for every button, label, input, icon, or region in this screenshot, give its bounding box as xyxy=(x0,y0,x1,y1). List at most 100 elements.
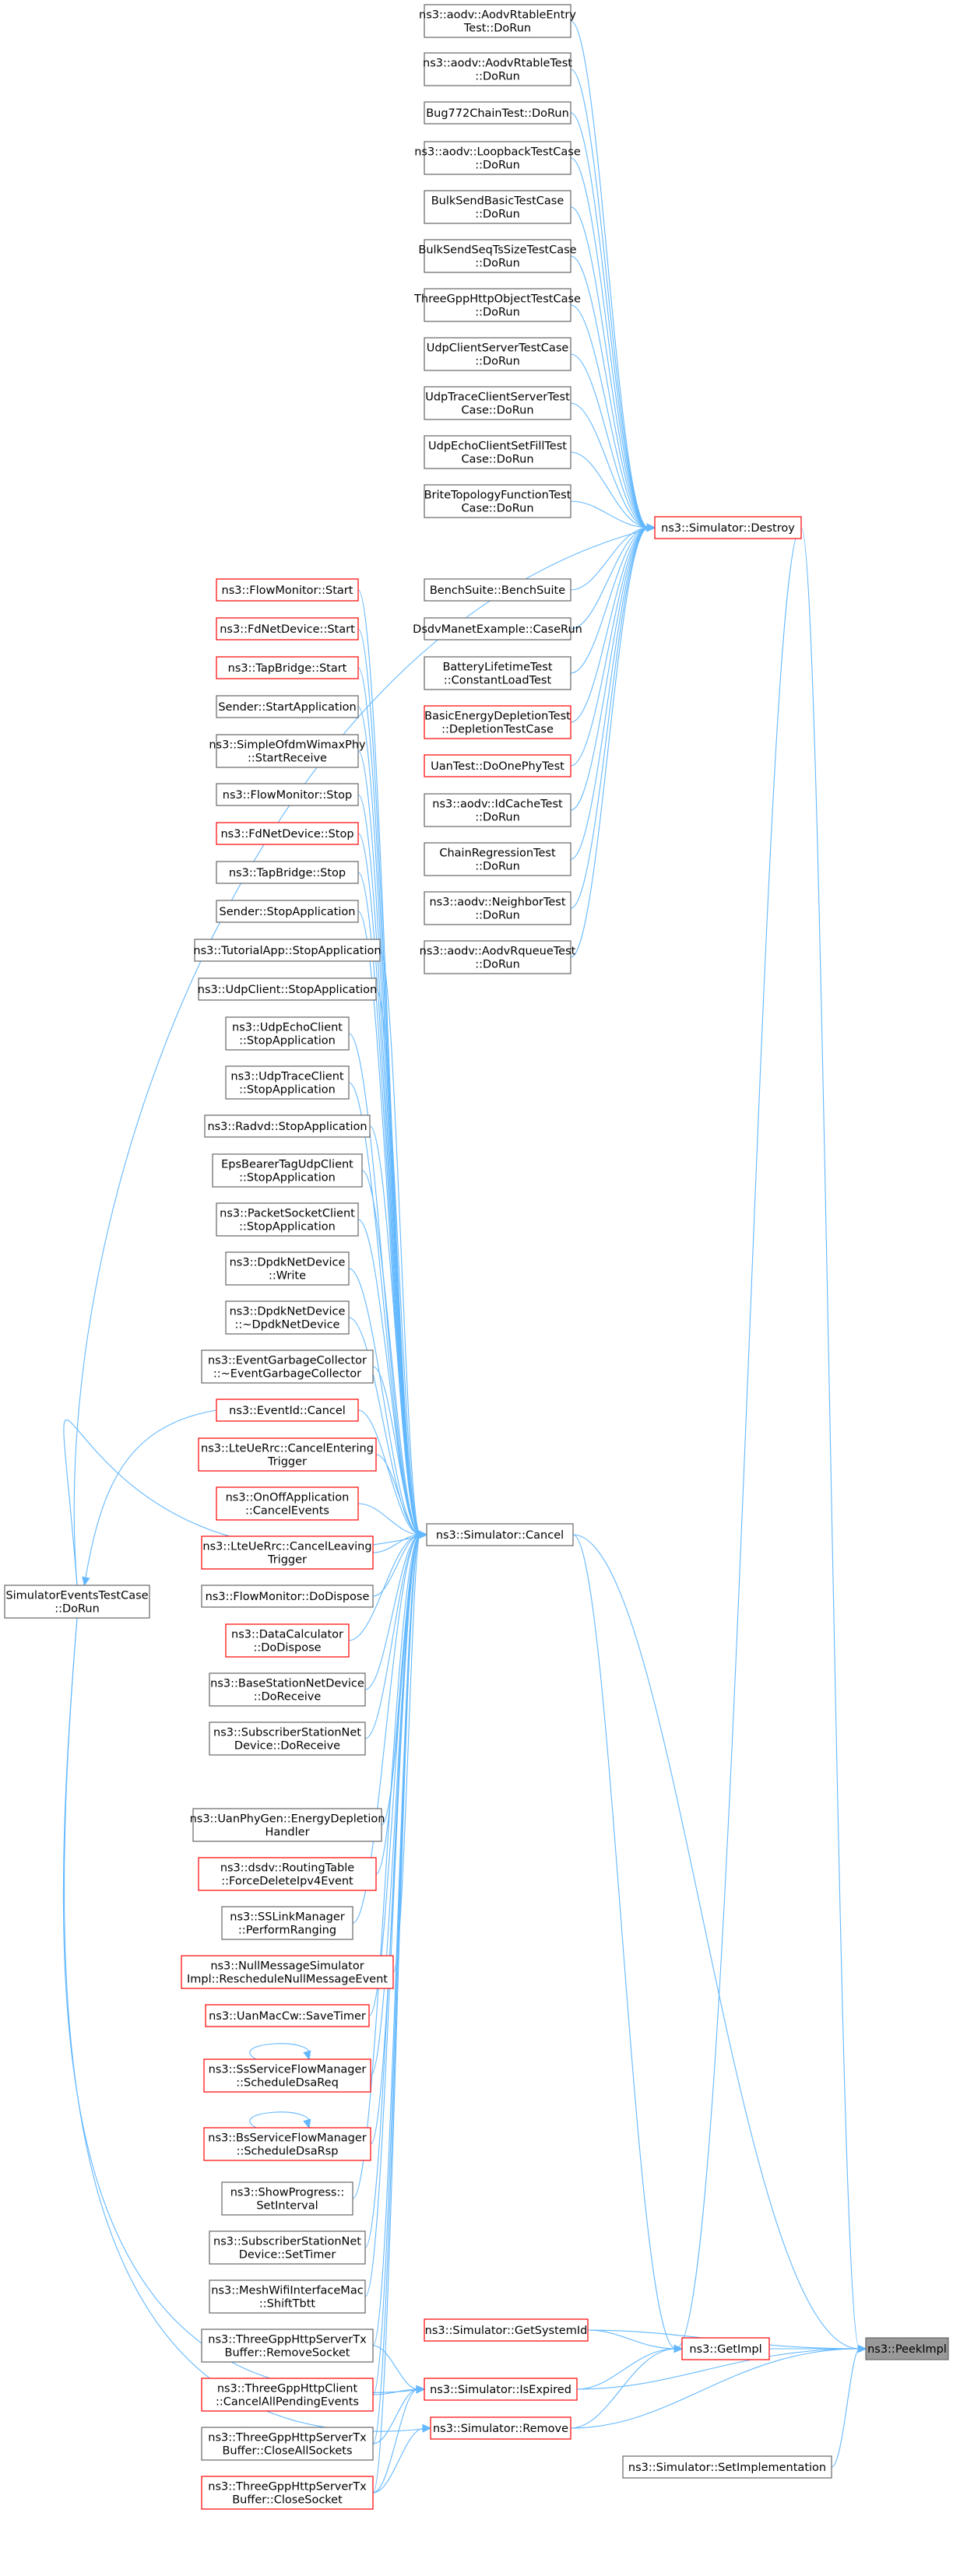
graph-node-getImpl[interactable]: ns3::GetImpl xyxy=(681,2337,770,2360)
node-label: ThreeGppHttpObjectTestCase xyxy=(413,293,581,306)
graph-node-radvdStop[interactable]: ns3::Radvd::StopApplication xyxy=(204,1114,371,1138)
node-label: ::~DpdkNetDevice xyxy=(235,1319,340,1332)
graph-node-nullMessage[interactable]: ns3::NullMessageSimulatorImpl::Reschedul… xyxy=(181,1955,394,1989)
graph-node-tapBridgeStop[interactable]: ns3::TapBridge::Stop xyxy=(216,861,359,884)
graph-node-senderStartApp[interactable]: Sender::StartApplication xyxy=(216,695,359,718)
graph-node-bug772[interactable]: Bug772ChainTest::DoRun xyxy=(424,101,571,125)
graph-node-aodvIdCache[interactable]: ns3::aodv::IdCacheTest::DoRun xyxy=(424,793,571,827)
node-label: Trigger xyxy=(267,1456,307,1469)
graph-node-dpdkWrite[interactable]: ns3::DpdkNetDevice::Write xyxy=(225,1251,350,1286)
graph-node-udpClientStop[interactable]: ns3::UdpClient::StopApplication xyxy=(198,977,378,1001)
graph-node-basicEnergy[interactable]: BasicEnergyDepletionTest::DepletionTestC… xyxy=(424,705,571,739)
node-label: ns3::UdpClient::StopApplication xyxy=(198,984,378,996)
graph-node-batteryLifetime[interactable]: BatteryLifetimeTest::ConstantLoadTest xyxy=(424,656,571,690)
graph-node-fdNetDeviceStart[interactable]: ns3::FdNetDevice::Start xyxy=(216,617,359,640)
graph-node-subscriberTimer[interactable]: ns3::SubscriberStationNetDevice::SetTime… xyxy=(209,2230,366,2265)
graph-node-httpCloseAll[interactable]: ns3::ThreeGppHttpServerTxBuffer::CloseAl… xyxy=(201,2427,374,2461)
graph-node-dsdvManet[interactable]: DsdvManetExample::CaseRun xyxy=(413,617,582,640)
node-label: BulkSendSeqTsSizeTestCase xyxy=(418,244,576,257)
graph-node-flowMonitorStart[interactable]: ns3::FlowMonitor::Start xyxy=(216,578,359,602)
node-label: ChainRegressionTest xyxy=(439,848,556,860)
node-label: ns3::ShowProgress:: xyxy=(230,2187,345,2199)
graph-node-tutorialApp[interactable]: ns3::TutorialApp::StopApplication xyxy=(193,939,382,962)
graph-node-subscriberReceive[interactable]: ns3::SubscriberStationNetDevice::DoRecei… xyxy=(209,1721,366,1756)
graph-node-threeGppHttpObj[interactable]: ThreeGppHttpObjectTestCase::DoRun xyxy=(413,288,581,322)
graph-node-bsServiceFlow[interactable]: ns3::BsServiceFlowManager::ScheduleDsaRs… xyxy=(203,2127,371,2161)
node-label: ::DoRun xyxy=(475,307,520,319)
node-label: ::ForceDeleteIpv4Event xyxy=(221,1876,353,1888)
graph-node-simEventsTest[interactable]: SimulatorEventsTestCase::DoRun xyxy=(4,1585,150,1619)
node-label: ns3::NullMessageSimulator xyxy=(210,1960,364,1973)
graph-node-aodvRtableTest[interactable]: ns3::aodv::AodvRtableTest::DoRun xyxy=(423,52,572,86)
graph-node-eventIdCancel[interactable]: ns3::EventId::Cancel xyxy=(216,1399,359,1422)
graph-node-flowMonitorStop[interactable]: ns3::FlowMonitor::Stop xyxy=(216,783,359,806)
node-label: BriteTopologyFunctionTest xyxy=(424,490,571,502)
node-label: Buffer::CloseAllSockets xyxy=(222,2445,352,2458)
graph-node-ssLinkManager[interactable]: ns3::SSLinkManager::PerformRanging xyxy=(221,1906,353,1940)
graph-node-dataCalculator[interactable]: ns3::DataCalculator::DoDispose xyxy=(225,1623,350,1658)
edge-n_bsServiceFlow-to-n_bsServiceFlow xyxy=(249,2111,311,2129)
node-label: ::CancelEvents xyxy=(245,1505,329,1518)
graph-node-udpClientServer[interactable]: UdpClientServerTestCase::DoRun xyxy=(424,337,571,371)
graph-node-bulkSendSeq[interactable]: BulkSendSeqTsSizeTestCase::DoRun xyxy=(418,239,577,273)
graph-node-chainRegression[interactable]: ChainRegressionTest::DoRun xyxy=(424,842,571,876)
graph-node-aodvNeighbor[interactable]: ns3::aodv::NeighborTest::DoRun xyxy=(424,891,571,925)
graph-node-senderStopApp[interactable]: Sender::StopApplication xyxy=(216,900,359,923)
graph-node-udpTraceClientStop[interactable]: ns3::UdpTraceClient::StopApplication xyxy=(225,1065,350,1100)
node-label: ::DoRun xyxy=(475,356,520,368)
graph-node-epsBearer[interactable]: EpsBearerTagUdpClient::StopApplication xyxy=(212,1153,363,1188)
graph-node-eventGarbage[interactable]: ns3::EventGarbageCollector::~EventGarbag… xyxy=(201,1349,374,1384)
node-label: ns3::GetImpl xyxy=(689,2343,761,2356)
graph-node-uanMacCw[interactable]: ns3::UanMacCw::SaveTimer xyxy=(205,2004,370,2027)
graph-node-ssServiceFlow[interactable]: ns3::SsServiceFlowManager::ScheduleDsaRe… xyxy=(203,2058,371,2093)
graph-node-fdNetDeviceStop[interactable]: ns3::FdNetDevice::Stop xyxy=(216,822,359,845)
graph-node-setImplementation[interactable]: ns3::Simulator::SetImplementation xyxy=(622,2455,832,2479)
node-label: ns3::aodv::AodvRtableTest xyxy=(423,58,572,70)
node-label: ns3::Simulator::Destroy xyxy=(661,522,795,535)
graph-node-onOffCancel[interactable]: ns3::OnOffApplication::CancelEvents xyxy=(216,1486,359,1521)
graph-node-tapBridgeStart[interactable]: ns3::TapBridge::Start xyxy=(216,656,359,679)
node-label: ns3::UanPhyGen::EnergyDepletion xyxy=(190,1813,385,1826)
edge-n_batteryLifetime-to-n_destroy xyxy=(570,523,656,674)
node-label: ns3::Simulator::IsExpired xyxy=(430,2384,571,2396)
graph-node-getSystemId[interactable]: ns3::Simulator::GetSystemId xyxy=(424,2318,589,2342)
graph-node-httpCloseSocket[interactable]: ns3::ThreeGppHttpServerTxBuffer::CloseSo… xyxy=(201,2476,374,2510)
edge-n_setImplementation-to-n_peekImpl xyxy=(831,2344,867,2468)
node-label: ns3::SsServiceFlowManager xyxy=(209,2064,367,2076)
graph-node-benchSuite[interactable]: BenchSuite::BenchSuite xyxy=(424,578,571,602)
graph-node-dpdkDestructor[interactable]: ns3::DpdkNetDevice::~DpdkNetDevice xyxy=(225,1300,350,1335)
graph-node-cancel[interactable]: ns3::Simulator::Cancel xyxy=(426,1523,574,1546)
node-label: ns3::BsServiceFlowManager xyxy=(208,2132,367,2145)
node-label: ::StopApplication xyxy=(239,1035,336,1048)
graph-node-aodvRqueue[interactable]: ns3::aodv::AodvRqueueTest::DoRun xyxy=(420,940,576,974)
graph-node-aodvLoopback[interactable]: ns3::aodv::LoopbackTestCase::DoRun xyxy=(414,141,581,175)
graph-node-peekImpl[interactable]: ns3::PeekImpl xyxy=(865,2337,949,2360)
graph-node-destroy[interactable]: ns3::Simulator::Destroy xyxy=(654,516,802,539)
graph-node-udpEchoClientStop[interactable]: ns3::UdpEchoClient::StopApplication xyxy=(225,1016,350,1051)
graph-node-packetSocketClient[interactable]: ns3::PacketSocketClient::StopApplication xyxy=(216,1202,359,1237)
graph-node-remove[interactable]: ns3::Simulator::Remove xyxy=(430,2416,571,2440)
graph-node-uanTest[interactable]: UanTest::DoOnePhyTest xyxy=(424,754,571,777)
graph-node-dsdvRouting[interactable]: ns3::dsdv::RoutingTable::ForceDeleteIpv4… xyxy=(198,1857,377,1891)
node-label: ns3::FdNetDevice::Stop xyxy=(220,828,353,841)
graph-node-showProgress[interactable]: ns3::ShowProgress::SetInterval xyxy=(221,2181,353,2216)
graph-node-httpRemoveSocket[interactable]: ns3::ThreeGppHttpServerTxBuffer::RemoveS… xyxy=(201,2329,374,2363)
node-label: ns3::LteUeRrc::CancelLeaving xyxy=(202,1541,371,1553)
node-label: ns3::Radvd::StopApplication xyxy=(207,1121,367,1133)
graph-node-bulkSendBasic[interactable]: BulkSendBasicTestCase::DoRun xyxy=(424,190,571,224)
graph-node-baseStation[interactable]: ns3::BaseStationNetDevice::DoReceive xyxy=(209,1672,366,1707)
graph-node-isExpired[interactable]: ns3::Simulator::IsExpired xyxy=(424,2378,578,2401)
graph-node-meshWifi[interactable]: ns3::MeshWifiInterfaceMac::ShiftTbtt xyxy=(209,2279,366,2314)
graph-node-simpleOfdm[interactable]: ns3::SimpleOfdmWimaxPhy::StartReceive xyxy=(209,734,366,768)
graph-node-httpCancelPending[interactable]: ns3::ThreeGppHttpClient::CancelAllPendin… xyxy=(201,2378,374,2412)
node-label: ns3::ThreeGppHttpServerTx xyxy=(208,2481,367,2494)
node-label: DsdvManetExample::CaseRun xyxy=(413,623,582,636)
graph-node-flowMonitorDispose[interactable]: ns3::FlowMonitor::DoDispose xyxy=(201,1585,374,1608)
